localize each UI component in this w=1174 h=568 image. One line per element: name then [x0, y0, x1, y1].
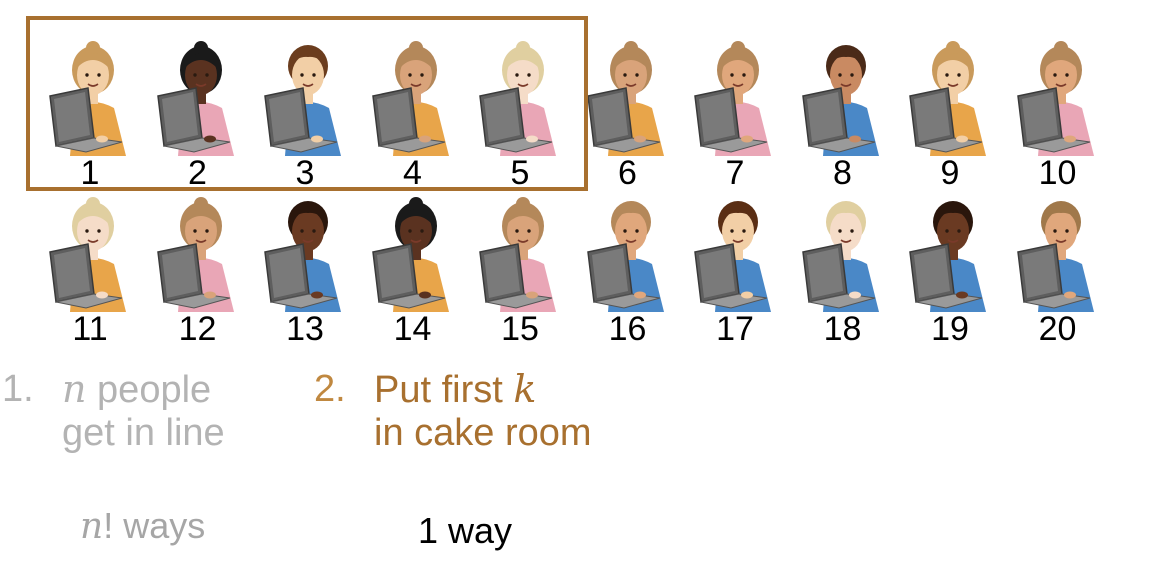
person-12: 12	[148, 194, 248, 348]
person-laptop-icon	[264, 201, 341, 312]
person-17: 17	[685, 194, 785, 348]
person-6: 6	[578, 38, 678, 192]
person-16: 16	[578, 194, 678, 348]
person-number: 19	[931, 310, 969, 348]
step-2-marker: 2.	[314, 368, 346, 410]
step-1-line1: people	[97, 369, 212, 411]
person-laptop-icon	[479, 197, 556, 312]
person-3: 3	[255, 38, 355, 192]
person-number: 9	[940, 154, 960, 192]
person-laptop-icon	[909, 41, 986, 156]
person-9: 9	[900, 38, 1000, 192]
person-number: 3	[295, 154, 315, 192]
person-10: 10	[1008, 38, 1108, 192]
person-number: 2	[188, 154, 207, 192]
person-laptop-icon	[156, 197, 234, 312]
step-2-line2: in cake room	[374, 412, 592, 454]
ways-rest: ! ways	[103, 505, 206, 546]
person-laptop-icon	[586, 41, 664, 156]
person-number: 12	[178, 310, 217, 348]
person-20: 20	[1008, 194, 1108, 348]
person-number: 5	[510, 154, 530, 192]
person-4: 4	[363, 38, 463, 192]
person-13: 13	[255, 194, 355, 348]
step-1-var: n	[62, 367, 87, 411]
person-number: 4	[403, 154, 422, 192]
person-number: 18	[823, 310, 862, 348]
step-1-line2: get in line	[62, 412, 225, 454]
person-number: 10	[1038, 154, 1077, 192]
person-laptop-icon	[156, 41, 234, 156]
person-number: 8	[833, 154, 852, 192]
person-laptop-icon	[694, 41, 771, 156]
person-laptop-icon	[1016, 41, 1094, 156]
person-number: 11	[72, 310, 108, 348]
person-5: 5	[470, 38, 570, 192]
person-laptop-icon	[694, 201, 771, 312]
person-2: 2	[148, 38, 248, 192]
person-laptop-icon	[371, 197, 449, 312]
person-number: 6	[618, 154, 637, 192]
person-18: 18	[793, 194, 893, 348]
person-15: 15	[470, 194, 570, 348]
person-number: 20	[1038, 310, 1077, 348]
person-number: 14	[393, 310, 432, 348]
person-laptop-icon	[264, 45, 341, 156]
person-laptop-icon	[909, 201, 986, 312]
person-laptop-icon	[801, 45, 879, 156]
step-2-var: k	[513, 367, 537, 411]
person-number: 17	[716, 310, 754, 348]
person-number: 7	[725, 154, 745, 192]
step-1-ways: n! ways	[80, 505, 205, 547]
ways-var: n	[80, 506, 104, 547]
person-laptop-icon	[371, 41, 449, 156]
step-2-line1: Put first	[374, 369, 503, 411]
person-laptop-icon	[1016, 201, 1094, 312]
person-11: 11	[40, 194, 140, 348]
person-laptop-icon	[586, 201, 664, 312]
person-laptop-icon	[49, 197, 126, 312]
person-number: 1	[80, 154, 100, 192]
person-laptop-icon	[801, 201, 879, 312]
person-1: 1	[40, 38, 140, 192]
person-laptop-icon	[49, 41, 126, 156]
step-1-marker: 1.	[2, 368, 34, 410]
person-7: 7	[685, 38, 785, 192]
person-number: 13	[286, 310, 324, 348]
step-2-ways: 1 way	[418, 510, 513, 551]
person-number: 16	[608, 310, 647, 348]
person-number: 15	[501, 310, 539, 348]
person-8: 8	[793, 38, 893, 192]
first-k-selection-box	[26, 16, 588, 191]
person-19: 19	[900, 194, 1000, 348]
person-14: 14	[363, 194, 463, 348]
person-laptop-icon	[479, 41, 556, 156]
